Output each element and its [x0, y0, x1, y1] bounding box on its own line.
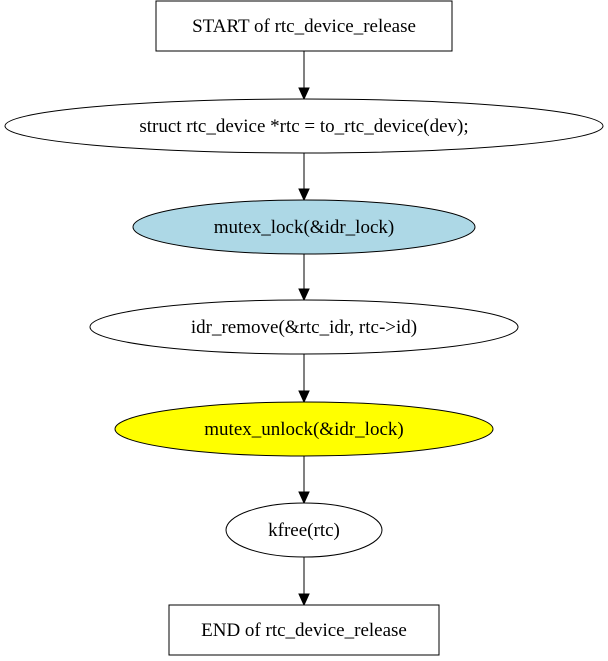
node-start-label: START of rtc_device_release — [192, 16, 416, 37]
node-assign-label: struct rtc_device *rtc = to_rtc_device(d… — [139, 116, 468, 137]
arrowhead-icon — [298, 390, 310, 404]
node-assign-ellipse — [4, 98, 604, 154]
node-remove-label: idr_remove(&rtc_idr, rtc->id) — [191, 317, 417, 338]
arrowhead-icon — [298, 87, 310, 101]
node-free-label: kfree(rtc) — [268, 520, 340, 541]
node-remove: idr_remove(&rtc_idr, rtc->id) — [89, 299, 519, 355]
node-free-ellipse — [225, 502, 383, 558]
node-end: END of rtc_device_release — [168, 604, 440, 656]
edge-start-to-assign — [298, 51, 310, 101]
arrowhead-icon — [298, 288, 310, 302]
node-start: START of rtc_device_release — [155, 0, 453, 52]
edge-free-to-end — [298, 557, 310, 607]
node-remove-ellipse — [89, 299, 519, 355]
edge-unlock-to-free — [298, 456, 310, 505]
node-lock: mutex_lock(&idr_lock) — [132, 199, 476, 255]
node-unlock-label: mutex_unlock(&idr_lock) — [204, 419, 403, 440]
node-free: kfree(rtc) — [225, 502, 383, 558]
edge-lock-to-remove — [298, 254, 310, 302]
edges-layer — [298, 51, 310, 607]
node-start-box — [155, 0, 453, 52]
edge-remove-to-unlock — [298, 354, 310, 404]
node-unlock-ellipse — [114, 401, 494, 457]
node-lock-label: mutex_lock(&idr_lock) — [214, 217, 394, 238]
node-unlock: mutex_unlock(&idr_lock) — [114, 401, 494, 457]
node-end-box — [168, 604, 440, 656]
node-lock-ellipse — [132, 199, 476, 255]
edge-assign-to-lock — [298, 153, 310, 202]
arrowhead-icon — [298, 188, 310, 202]
arrowhead-icon — [298, 491, 310, 505]
node-assign: struct rtc_device *rtc = to_rtc_device(d… — [4, 98, 604, 154]
node-end-label: END of rtc_device_release — [201, 620, 407, 641]
arrowhead-icon — [298, 593, 310, 607]
